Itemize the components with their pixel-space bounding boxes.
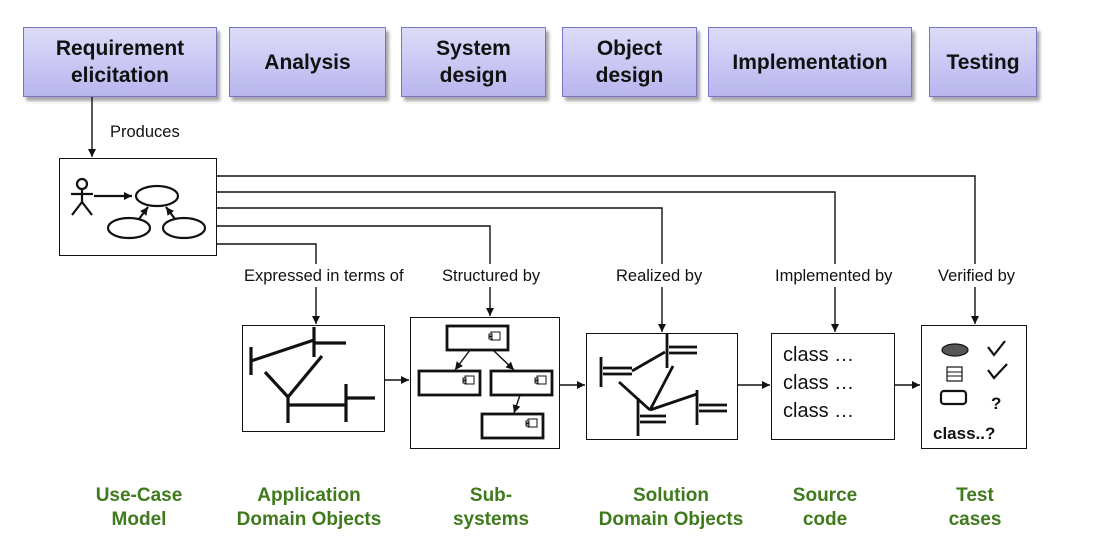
source-code-box	[771, 333, 895, 440]
verified-by-label: Verified by	[938, 267, 1016, 285]
test-class-label: class..?	[933, 424, 996, 443]
application-domain-objects-icon	[249, 327, 375, 423]
implemented-by-label: Implemented by	[775, 267, 893, 285]
source-code-line: class …	[783, 344, 855, 366]
caption-solution-domain-objects: Solution Domain Objects	[598, 485, 744, 530]
test-cases-box	[921, 325, 1027, 449]
phase-system-design: System design	[401, 27, 546, 97]
realized-by-label: Realized by	[616, 267, 703, 285]
caption-application-domain-objects: Application Domain Objects	[236, 485, 382, 530]
test-case-shapes-icon	[939, 340, 1008, 406]
use-case-model-box	[59, 158, 217, 256]
subsystem-packages-icon	[417, 324, 554, 440]
phase-requirement-elicitation: Requirement elicitation	[23, 27, 217, 97]
produces-label: Produces	[110, 123, 180, 141]
caption-subsystems: Sub- systems	[452, 485, 530, 530]
phase-implementation: Implementation	[708, 27, 912, 97]
structured-by-label: Structured by	[442, 267, 541, 285]
solution-domain-objects-icon	[599, 334, 727, 436]
source-code-line: class …	[783, 372, 855, 394]
caption-source-code: Source code	[792, 485, 858, 530]
expressed-in-terms-of-label: Expressed in terms of	[244, 267, 404, 285]
phase-object-design: Object design	[562, 27, 697, 97]
caption-test-cases: Test cases	[948, 485, 1002, 530]
source-code-line: class …	[783, 400, 855, 422]
test-question-mark: ?	[991, 394, 1002, 413]
use-case-diagram-icon	[71, 177, 207, 240]
caption-use-case-model: Use-Case Model	[95, 485, 183, 530]
phase-analysis: Analysis	[229, 27, 386, 97]
phase-testing: Testing	[929, 27, 1037, 97]
